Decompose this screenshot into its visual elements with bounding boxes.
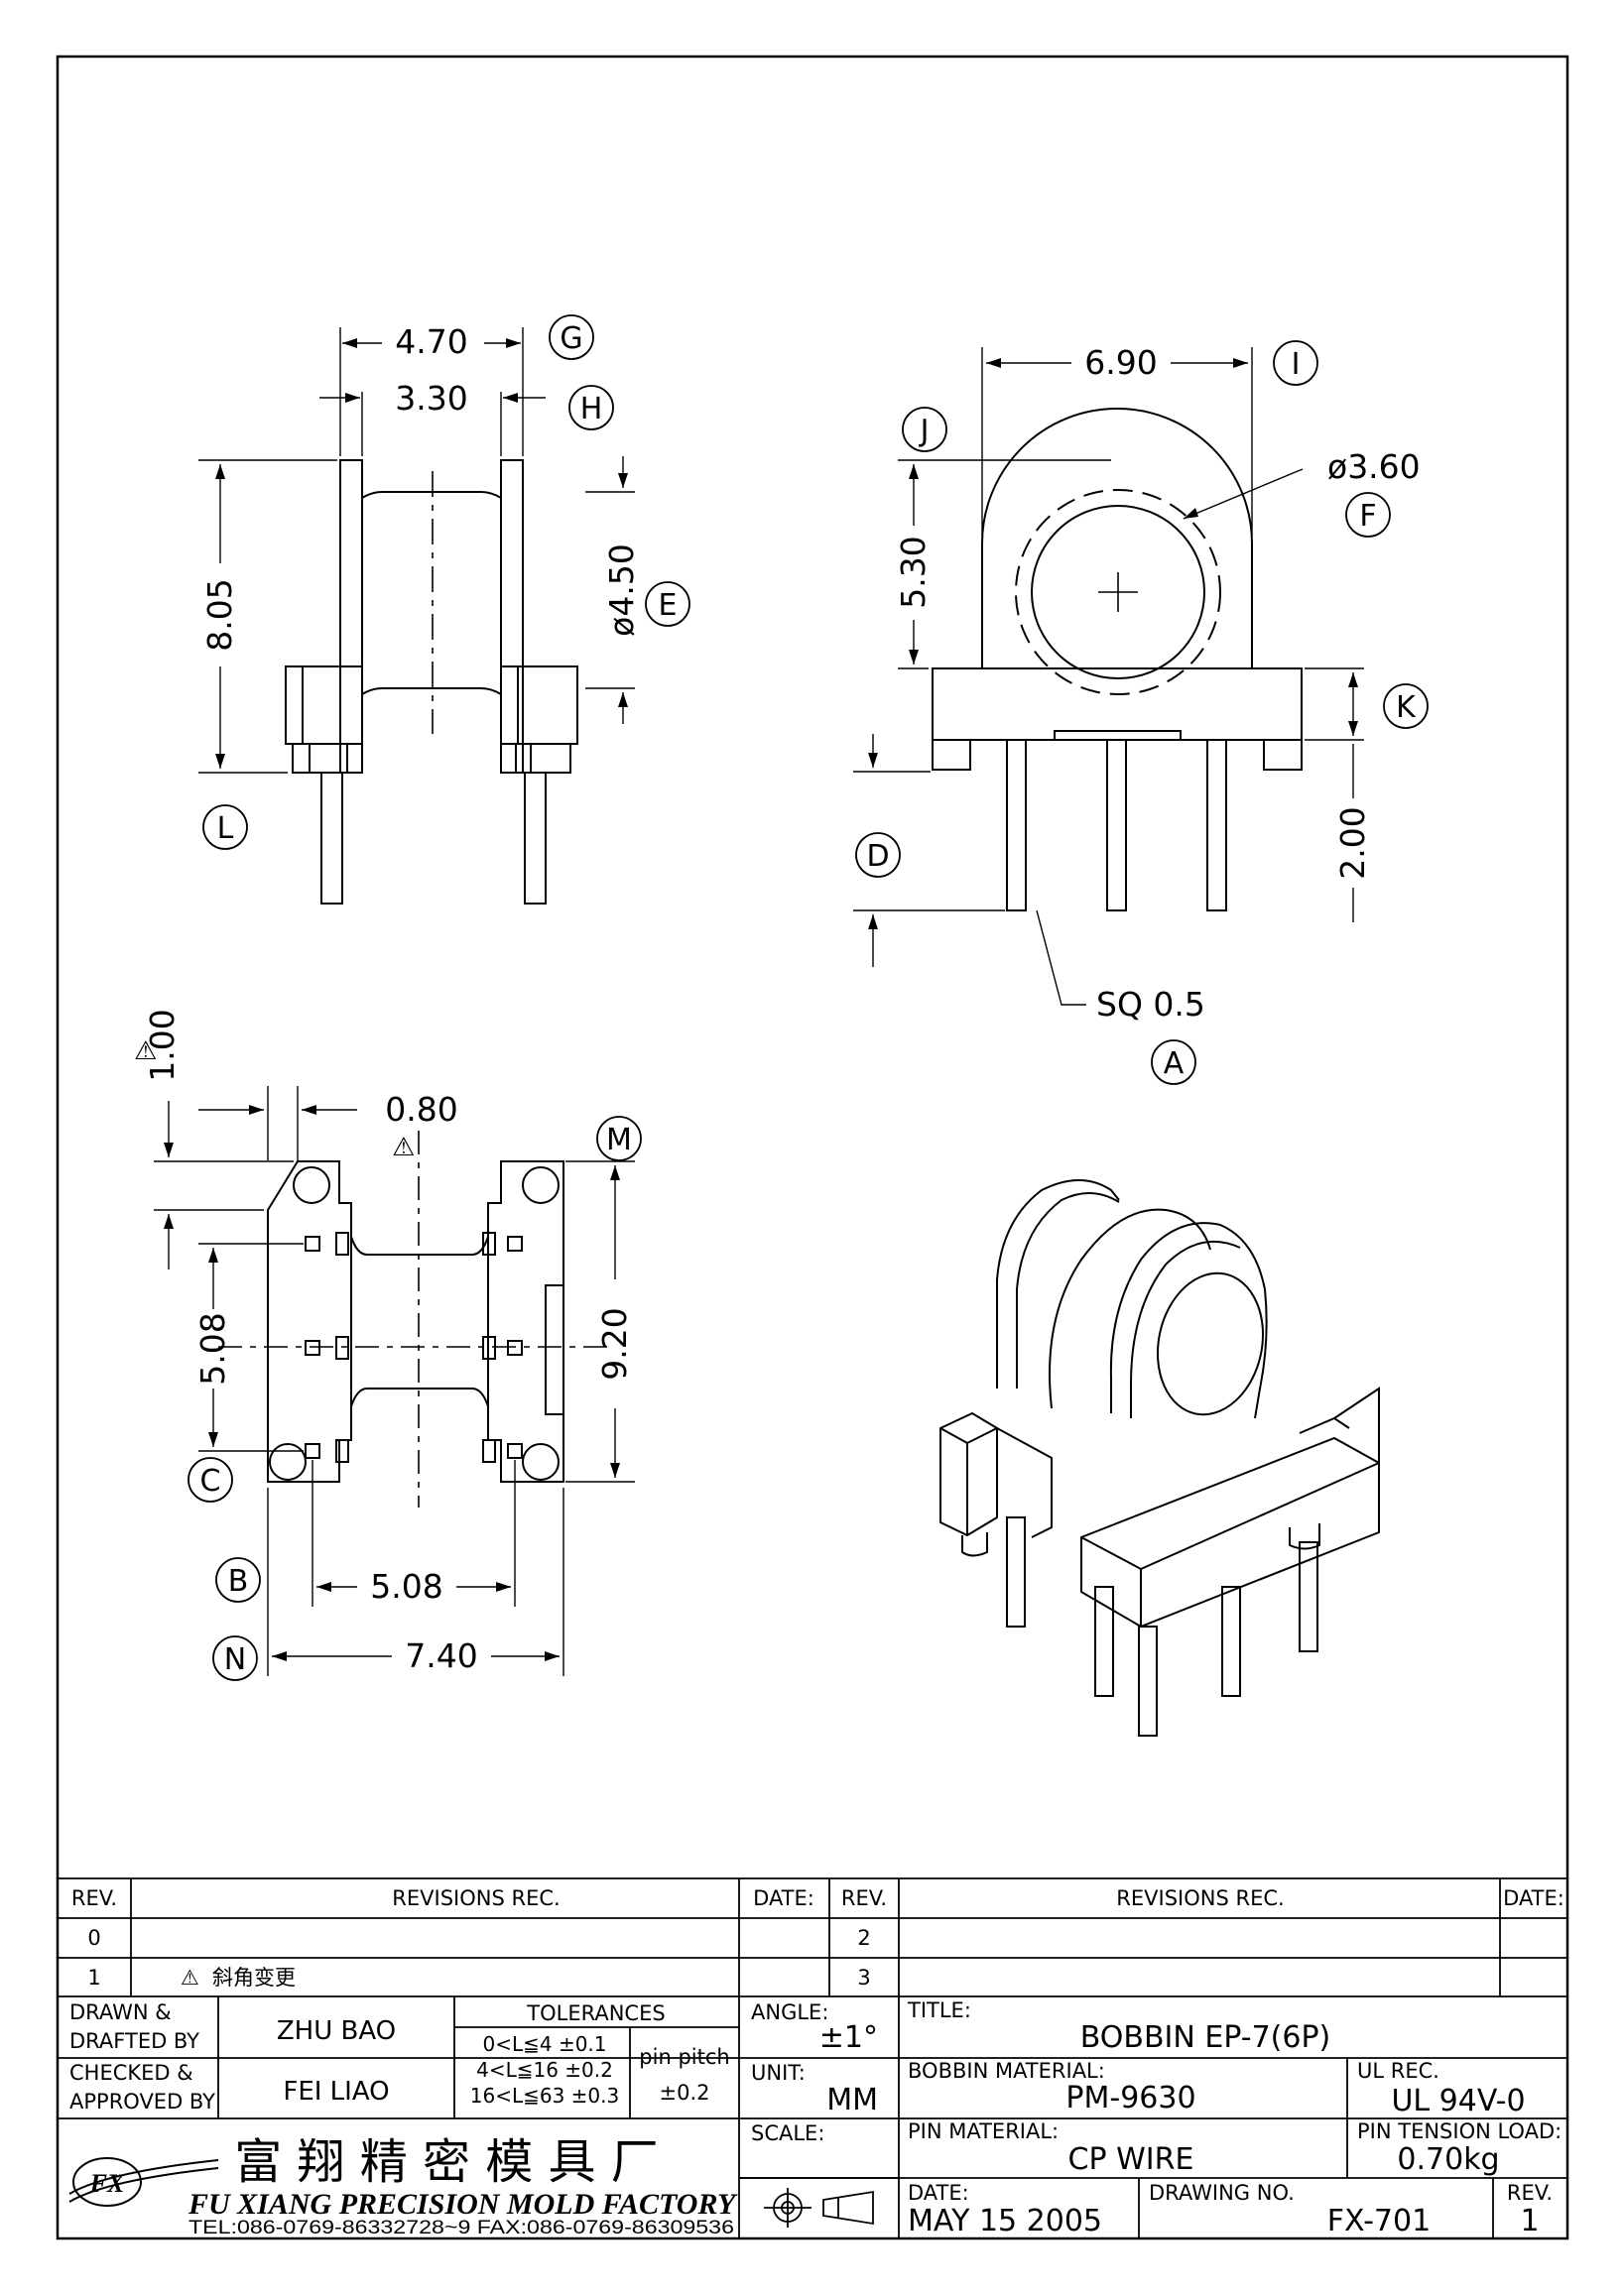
- pin-pitch-label: pin pitch: [639, 2045, 729, 2069]
- ref-c: C: [200, 1464, 221, 1499]
- pin-material-label: PIN MATERIAL:: [908, 2119, 1059, 2143]
- ref-l: L: [217, 811, 234, 846]
- unit-value: MM: [826, 2083, 878, 2117]
- rev-row-0: 0: [87, 1926, 100, 1950]
- ref-h: H: [580, 392, 603, 426]
- dim-side-width-outer: 4.70: [395, 322, 467, 361]
- ref-f: F: [1359, 499, 1376, 534]
- drawing-no-label: DRAWING NO.: [1149, 2181, 1295, 2205]
- drawing-no-value: FX-701: [1327, 2204, 1431, 2238]
- tolerance-row-2: 4<L≦16 ±0.2: [476, 2058, 613, 2082]
- ref-i: I: [1292, 347, 1301, 382]
- dim-pin-row: 5.08: [193, 1312, 232, 1385]
- title-block: [58, 1877, 1567, 2238]
- tolerance-row-3: 16<L≦63 ±0.3: [470, 2084, 619, 2108]
- drawn-by-name: ZHU BAO: [277, 2016, 396, 2046]
- bobbin-material-label: BOBBIN MATERIAL:: [908, 2059, 1105, 2083]
- bottom-view: [154, 1086, 635, 1676]
- date-header-2: DATE:: [1503, 1886, 1564, 1910]
- checked-label-1: CHECKED &: [69, 2061, 193, 2085]
- rev-row-1-mark: ⚠: [181, 1966, 199, 1990]
- ref-k: K: [1396, 690, 1417, 725]
- dim-pin-pitch: 5.08: [370, 1567, 442, 1606]
- dim-side-height: 8.05: [200, 578, 239, 651]
- pin-tension-label: PIN TENSION LOAD:: [1357, 2119, 1562, 2143]
- unit-label: UNIT:: [751, 2061, 806, 2085]
- ref-j: J: [919, 414, 930, 448]
- date-label: DATE:: [908, 2181, 969, 2205]
- drawn-label-2: DRAFTED BY: [69, 2029, 199, 2053]
- dim-pin-section: SQ 0.5: [1096, 985, 1205, 1024]
- title-value: BOBBIN EP-7(6P): [1080, 2020, 1331, 2055]
- dim-flange-thickness: 0.80: [385, 1090, 457, 1129]
- checked-label-2: APPROVED BY: [69, 2090, 215, 2114]
- dim-front-height: 5.30: [894, 536, 933, 608]
- bobbin-material-value: PM-9630: [1065, 2081, 1195, 2115]
- company-name-en: FU XIANG PRECISION MOLD FACTORY: [187, 2188, 738, 2221]
- dim-pin-length: 2.00: [1333, 806, 1372, 879]
- rev-value: 1: [1520, 2204, 1539, 2238]
- title-label: TITLE:: [907, 1998, 971, 2022]
- dim-front-width: 6.90: [1084, 343, 1157, 382]
- ref-n: N: [224, 1642, 246, 1677]
- dim-width: 7.40: [405, 1636, 477, 1675]
- revision-mark-2: ⚠: [392, 1133, 415, 1162]
- pin-pitch-value: ±0.2: [660, 2081, 710, 2105]
- ref-g: G: [560, 321, 582, 356]
- pin-material-value: CP WIRE: [1068, 2142, 1194, 2177]
- rev-row-2: 2: [857, 1926, 870, 1950]
- tolerances-title: TOLERANCES: [526, 2001, 665, 2025]
- revision-mark-1: ⚠: [134, 1036, 157, 1066]
- rev-label: REV.: [1507, 2181, 1553, 2205]
- pin-tension-value: 0.70kg: [1397, 2142, 1499, 2177]
- ref-b: B: [228, 1564, 249, 1599]
- dim-side-width-inner: 3.30: [395, 379, 467, 418]
- rev-header-2: REV.: [841, 1886, 887, 1910]
- angle-value: ±1°: [819, 2020, 878, 2055]
- checked-by-name: FEI LIAO: [283, 2077, 389, 2107]
- rev-row-3: 3: [857, 1966, 870, 1990]
- revisions-rec-header: REVISIONS REC.: [392, 1886, 560, 1910]
- isometric-view: [939, 1179, 1380, 1737]
- company-tel-fax: TEL:086-0769-86332728~9 FAX:086-0769-863…: [188, 2218, 734, 2238]
- ref-m: M: [606, 1123, 632, 1157]
- front-view: [853, 347, 1364, 1006]
- dim-core-diameter: ø4.50: [602, 544, 641, 637]
- ref-d: D: [866, 839, 889, 874]
- revisions-rec-header-2: REVISIONS REC.: [1116, 1886, 1284, 1910]
- ul-label: UL REC.: [1357, 2059, 1439, 2083]
- dim-hole-diameter: ø3.60: [1327, 447, 1421, 486]
- drawn-label-1: DRAWN &: [69, 2000, 172, 2024]
- rev-header: REV.: [71, 1886, 117, 1910]
- ul-value: UL 94V-0: [1391, 2084, 1525, 2118]
- ref-a: A: [1164, 1046, 1185, 1081]
- company-logo: [68, 2157, 219, 2207]
- angle-label: ANGLE:: [751, 2000, 828, 2024]
- scale-label: SCALE:: [751, 2121, 824, 2145]
- rev-row-1: 1: [87, 1966, 100, 1990]
- company-name-cn: 富 翔 精 密 模 具 厂: [234, 2134, 659, 2190]
- tolerance-row-1: 0<L≦4 ±0.1: [482, 2032, 606, 2056]
- dim-chamfer: 1.00: [143, 1009, 182, 1081]
- dim-length: 9.20: [595, 1307, 634, 1380]
- date-value: MAY 15 2005: [908, 2204, 1102, 2238]
- rev-row-1-note: 斜角变更: [212, 1966, 296, 1990]
- ref-e: E: [659, 588, 678, 623]
- date-header: DATE:: [753, 1886, 814, 1910]
- logo-text: FX: [89, 2169, 125, 2198]
